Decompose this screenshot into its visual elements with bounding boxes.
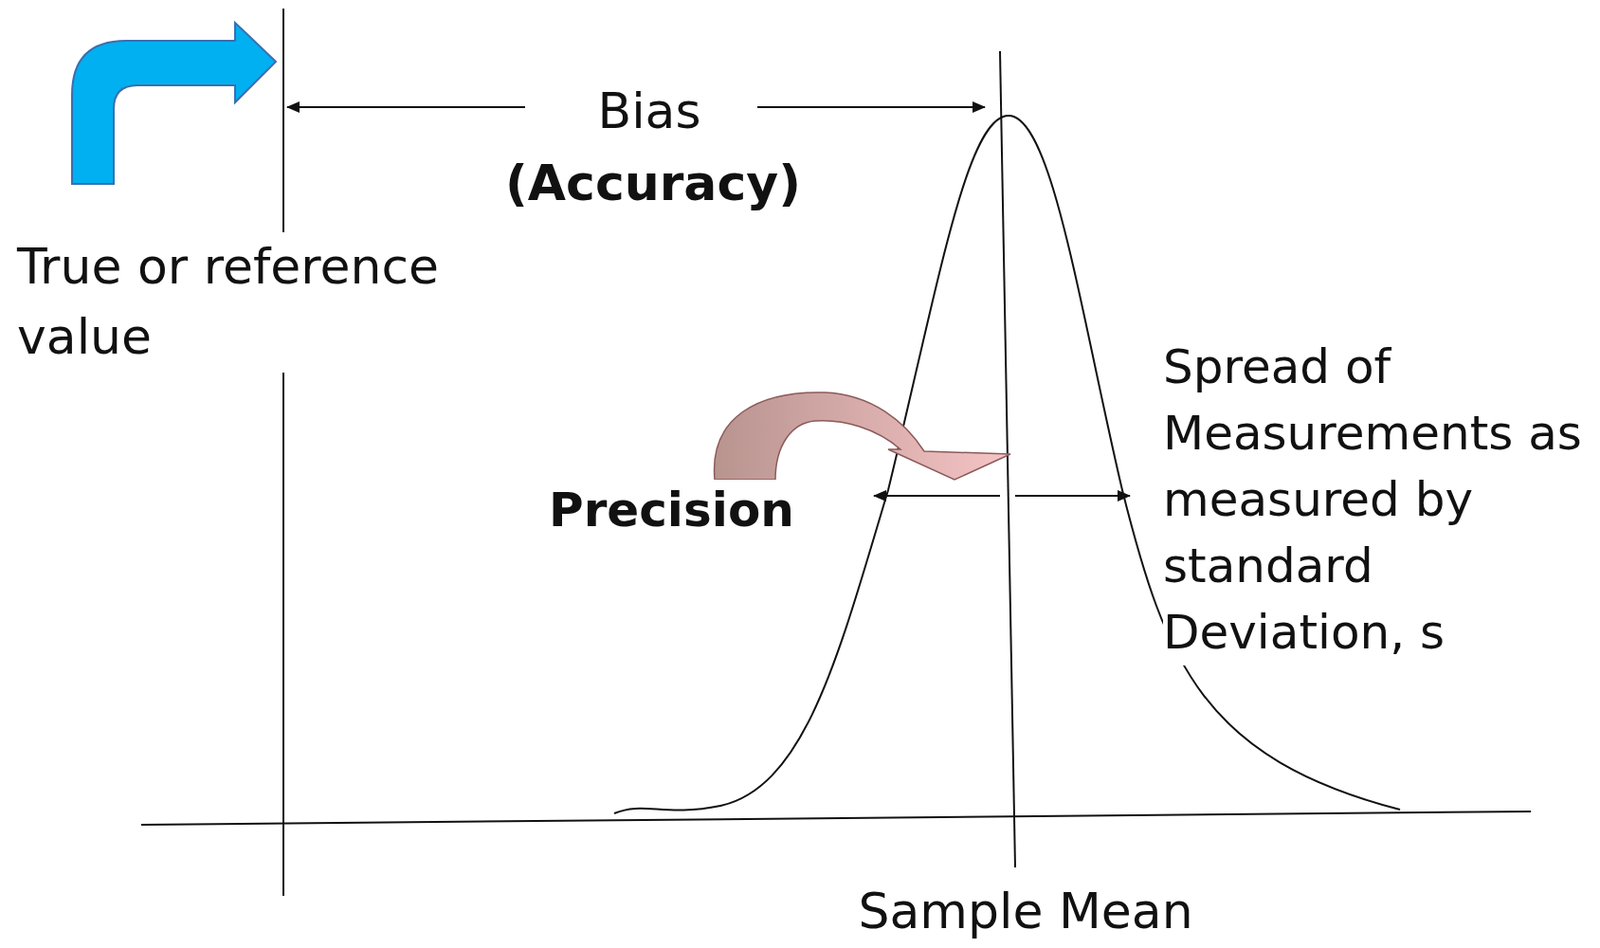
pointer-arrow (72, 22, 276, 184)
bias-arrow (757, 106, 985, 109)
precision-label: Precision (548, 479, 795, 542)
bias-label: Bias (597, 79, 701, 145)
curved-arrow (714, 392, 1011, 480)
bias-arrow (287, 106, 526, 109)
baseline-axis (141, 811, 1531, 825)
spread-label: Spread of Measurements as measured by st… (1163, 333, 1595, 666)
accuracy-label: (Accuracy) (505, 151, 801, 217)
axis-label: Sample Mean (857, 879, 1193, 945)
sample-mean-line (1000, 51, 1016, 868)
reference-label: True or reference value (17, 232, 491, 373)
precision-arrow (1015, 494, 1130, 497)
reference-line (282, 8, 285, 896)
precision-arrow (873, 494, 1000, 497)
